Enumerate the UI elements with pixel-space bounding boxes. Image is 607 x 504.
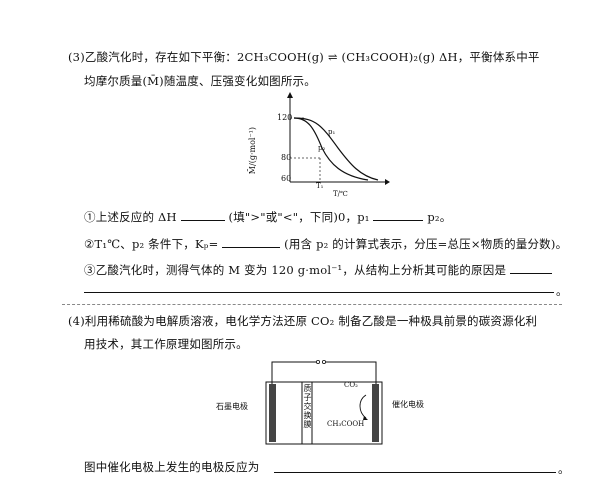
co2-label: CO₂: [344, 381, 358, 389]
label-p1: p₁: [328, 128, 336, 136]
q3-period: 。: [556, 284, 568, 298]
q3-sub2: ②T₁℃、p₂ 条件下，Kₚ= (用含 p₂ 的计算式表示，分压=总压×物质的量…: [84, 236, 567, 252]
reaction-arrowhead: [363, 416, 368, 420]
tick-60: 60: [281, 174, 292, 183]
q3-sub2-a: ②T₁℃、p₂ 条件下，Kₚ=: [84, 237, 219, 251]
answer-blank-kp[interactable]: [222, 237, 281, 248]
wire-right: [326, 361, 377, 386]
q3-sub3-text: ③乙酸汽化时，测得气体的 M 变为 120 g·mol⁻¹，从结构上分析其可能的…: [84, 263, 507, 277]
x-label: T/℃: [333, 190, 348, 198]
graphite-electrode-label: 石墨电极: [216, 402, 248, 411]
q3-sub3: ③乙酸汽化时，测得气体的 M 变为 120 g·mol⁻¹，从结构上分析其可能的…: [84, 262, 553, 278]
q3-sub1: ①上述反应的 ΔH (填">"或"<"，下同)0，p₁ p₂。: [84, 209, 451, 225]
y-axis-arrow: [287, 92, 293, 98]
answer-blank-p[interactable]: [373, 210, 424, 221]
q3-sub2-b: (用含 p₂ 的计算式表示，分压=总压×物质的量分数)。: [284, 237, 568, 251]
q4-line2: 用技术，其工作原理如图所示。: [84, 337, 248, 351]
molar-mass-graph: [287, 92, 390, 185]
q4-period: 。: [558, 462, 570, 476]
membrane-label: 质子交换膜: [303, 384, 312, 429]
label-p2: p₂: [318, 144, 326, 152]
product-label: CH₃COOH: [327, 420, 365, 428]
answer-line-electrode[interactable]: [274, 472, 556, 473]
q3-sub1-a: ①上述反应的 ΔH: [84, 210, 177, 224]
x-axis-arrow: [385, 179, 390, 185]
terminal-left: [316, 359, 321, 364]
answer-blank-reason-1[interactable]: [510, 263, 553, 274]
q3-line2: 均摩尔质量(M̄)随温度、压强变化如图所示。: [84, 74, 316, 88]
answer-line-reason-2[interactable]: [84, 292, 554, 293]
q4-answer-prompt: 图中催化电极上发生的电极反应为: [84, 460, 260, 474]
curve-p2: [293, 117, 369, 181]
answer-blank-dh[interactable]: [180, 210, 225, 221]
tick-120: 120: [277, 113, 293, 122]
reaction-arrow: [359, 394, 367, 419]
catalytic-electrode-label: 催化电极: [392, 400, 424, 409]
electrolysis-cell-diagram: [265, 359, 383, 445]
section-divider: [62, 304, 562, 305]
q3-line1: (3)乙酸汽化时，存在如下平衡：2CH₃COOH(g) ⇌ (CH₃COOH)₂…: [68, 50, 540, 64]
tick-t1: T₁: [316, 182, 324, 190]
curve-p1: [293, 117, 379, 181]
catalytic-electrode: [372, 384, 379, 442]
cell-tank: [265, 381, 383, 445]
terminal-right: [322, 359, 327, 364]
q3-sub1-b: (填">"或"<"，下同)0，p₁: [228, 210, 370, 224]
wire-left: [271, 361, 316, 386]
graphite-electrode: [269, 384, 276, 442]
q3-sub1-c: p₂。: [427, 210, 452, 224]
q4-line1: (4)利用稀硫酸为电解质溶液，电化学方法还原 CO₂ 制备乙酸是一种极具前景的碳…: [68, 314, 538, 328]
graph-ylabel: M̄/(g·mol⁻¹): [248, 127, 257, 175]
tick-80: 80: [281, 153, 292, 162]
